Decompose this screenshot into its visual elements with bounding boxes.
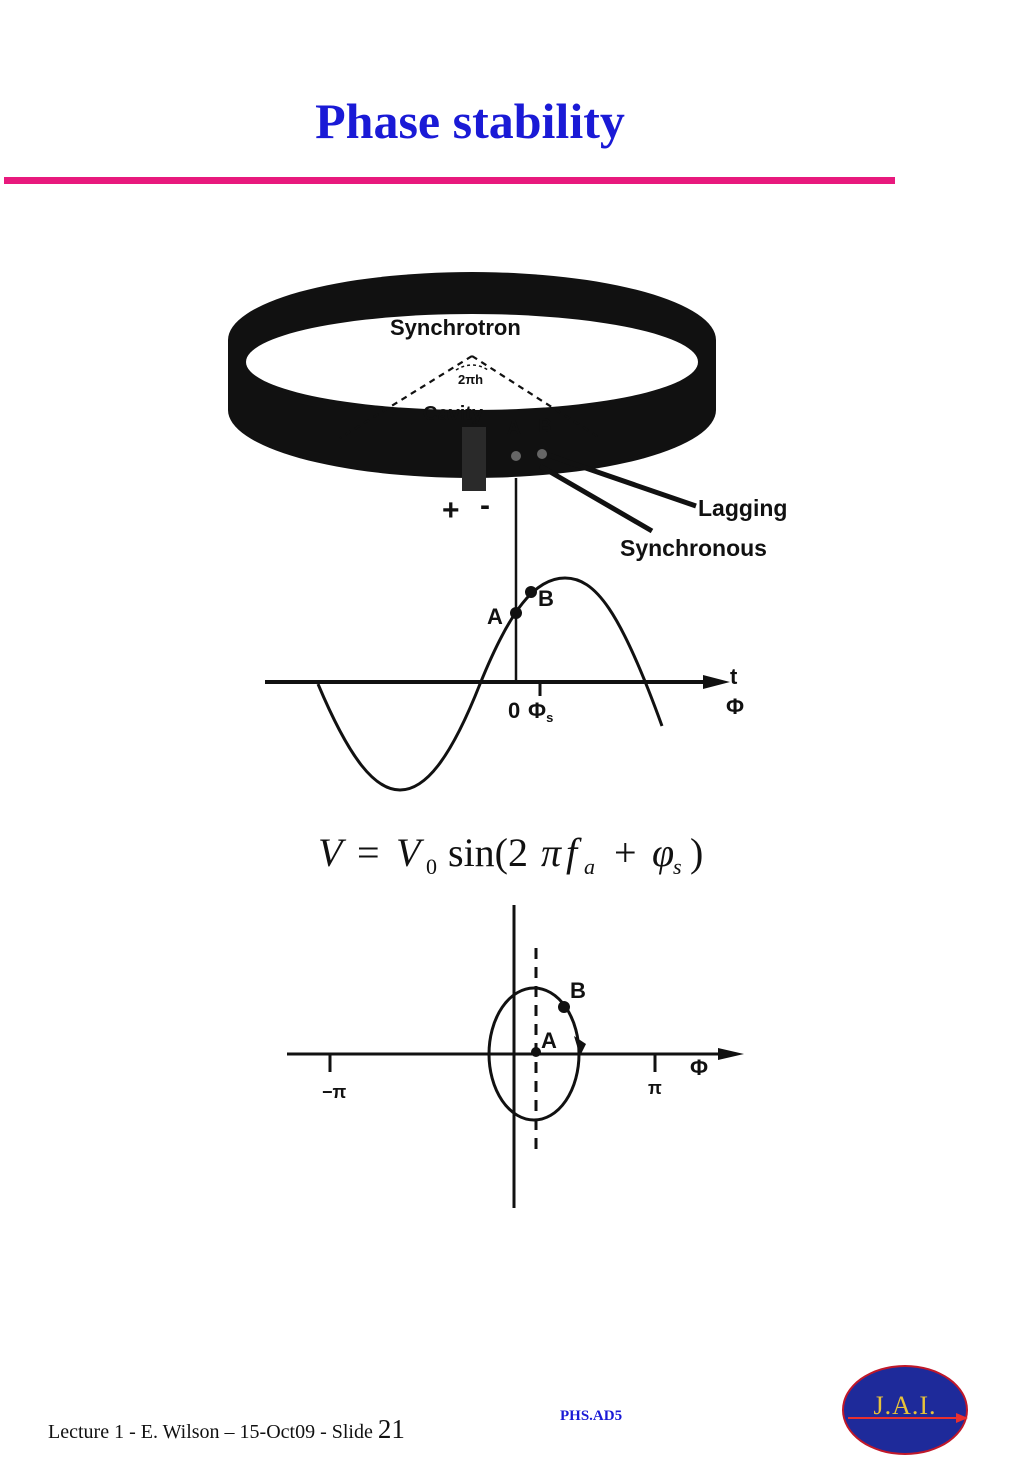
title-underline	[4, 177, 895, 184]
ring-particle-b	[537, 449, 547, 459]
time-axis-arrow	[703, 675, 730, 689]
svg-text:0: 0	[426, 854, 437, 879]
synchronous-pointer	[538, 463, 654, 534]
svg-text:f: f	[566, 830, 582, 875]
svg-text:φ: φ	[652, 830, 674, 875]
wave-point-a-label: A	[487, 604, 503, 629]
plus-sign: +	[442, 494, 460, 527]
zero-label: 0	[508, 698, 520, 723]
rf-sine-wave	[316, 576, 664, 792]
wave-point-b-label: B	[538, 586, 554, 611]
lagging-label: Lagging	[698, 495, 787, 521]
cavity-block	[462, 427, 486, 491]
phase-axis-arrow	[718, 1048, 744, 1060]
ellipse-direction-arrow	[574, 1036, 586, 1056]
phase-point-b	[558, 1001, 570, 1013]
svg-text:π: π	[541, 830, 562, 875]
ring-point-b-label: B	[538, 416, 552, 437]
t-axis-label: t	[730, 664, 738, 689]
phase-point-a-label: A	[541, 1028, 557, 1053]
ring-point-a-label: A	[507, 418, 521, 439]
logo-text: J.A.I.	[873, 1391, 937, 1420]
phase-point-a	[531, 1047, 541, 1057]
footer-code: PHS.AD5	[560, 1408, 623, 1424]
pi-label: π	[648, 1078, 662, 1098]
angle-label: 2πh	[458, 372, 483, 387]
svg-text:): )	[690, 830, 703, 875]
phase-space-ellipse	[487, 986, 581, 1122]
angle-dashed-lines	[339, 355, 601, 439]
phis-label: Φs	[528, 698, 553, 725]
svg-text:sin(2: sin(2	[448, 830, 528, 875]
ring-particle-a	[511, 451, 521, 461]
minus-sign: -	[480, 489, 490, 522]
svg-text:V: V	[396, 830, 425, 875]
jai-logo: J.A.I.	[842, 1365, 968, 1455]
svg-text:s: s	[673, 854, 682, 879]
wave-point-b	[525, 586, 537, 598]
svg-text:V: V	[318, 830, 347, 875]
synchrotron-ring	[228, 272, 716, 478]
minus-pi-label: −π	[322, 1082, 347, 1102]
logo-oval	[842, 1365, 968, 1455]
footer-lecture-info: Lecture 1 - E. Wilson – 15-Oct09 - Slide…	[48, 1414, 405, 1445]
synchrotron-label: Synchrotron	[390, 315, 521, 340]
footer-text: Lecture 1 - E. Wilson – 15-Oct09 - Slide	[48, 1421, 378, 1443]
logo-arrow	[848, 1413, 968, 1423]
footer-slide-number: 21	[377, 1414, 405, 1444]
phase-phi-label: Φ	[690, 1055, 708, 1080]
angle-arc	[455, 364, 489, 371]
slide-title: Phase stability	[315, 93, 625, 149]
phase-point-b-label: B	[570, 978, 586, 1003]
phi-axis-label: Φ	[726, 694, 744, 719]
voltage-equation: V = V 0 sin(2 π f a + φ s )	[318, 830, 703, 879]
lagging-pointer	[547, 452, 697, 509]
synchronous-label: Synchronous	[620, 535, 767, 561]
wave-point-a	[510, 607, 522, 619]
svg-text:=: =	[357, 830, 380, 875]
cavity-label: Cavity	[423, 403, 484, 425]
svg-text:a: a	[584, 854, 595, 879]
svg-text:+: +	[614, 830, 637, 875]
